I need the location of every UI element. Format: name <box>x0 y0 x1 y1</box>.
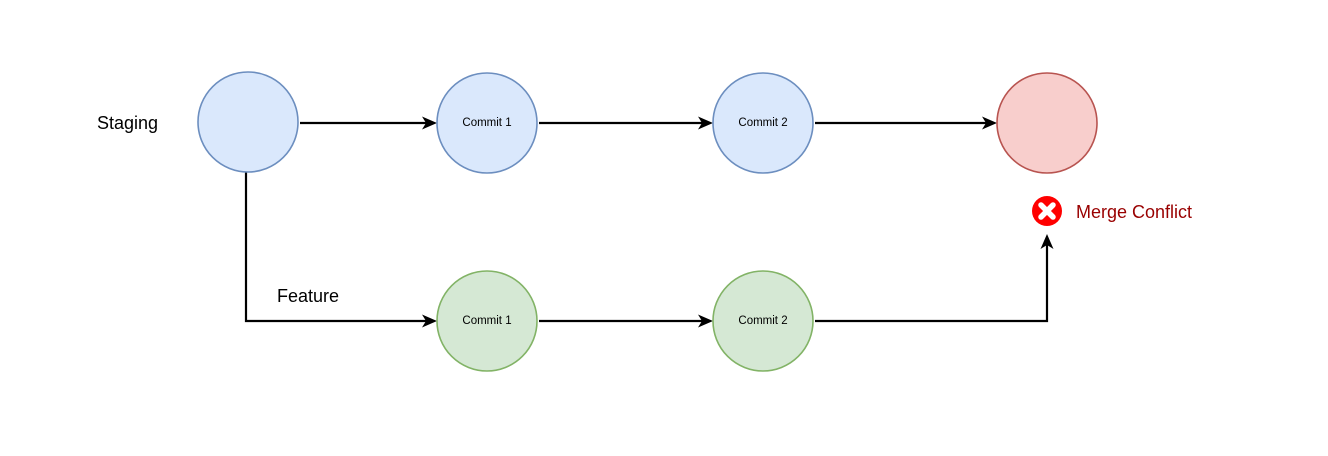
branch-label-staging: Staging <box>97 113 158 133</box>
node-staging-commit-2[interactable]: Commit 2 <box>712 72 814 174</box>
edges-layer <box>244 116 1054 328</box>
merge-conflict-group[interactable]: Merge Conflict <box>1032 196 1192 226</box>
edge-base-to-feature-commit-1 <box>244 172 437 328</box>
node-circle[interactable] <box>996 72 1098 174</box>
edge-staging-commit-1-to-commit-2 <box>539 116 713 130</box>
node-label: Commit 2 <box>738 315 787 327</box>
nodes-layer: Commit 1 Commit 2 Commit 1 Commit 2 <box>197 71 1098 372</box>
node-circle[interactable] <box>712 270 814 372</box>
edge-feature-commit-2-to-merge-conflict <box>815 234 1054 323</box>
node-staging-base[interactable] <box>197 71 299 173</box>
branch-labels-layer: Staging Feature <box>97 113 339 306</box>
node-label: Commit 1 <box>462 117 511 129</box>
node-staging-commit-1[interactable]: Commit 1 <box>436 72 538 174</box>
arrow-head-up <box>1040 234 1054 249</box>
node-label: Commit 1 <box>462 315 511 327</box>
arrow-head-right <box>698 116 713 130</box>
arrow-head-right <box>422 314 437 328</box>
node-feature-commit-2[interactable]: Commit 2 <box>712 270 814 372</box>
edge-staging-commit-2-to-merge-target <box>815 116 997 130</box>
edge-base-to-staging-commit-1 <box>300 116 437 130</box>
edge-line <box>244 172 428 323</box>
arrow-head-right <box>982 116 997 130</box>
merge-conflict-label: Merge Conflict <box>1076 202 1192 222</box>
edge-line <box>815 243 1049 323</box>
x-mark-icon <box>1038 202 1056 220</box>
node-circle[interactable] <box>197 71 299 173</box>
node-feature-commit-1[interactable]: Commit 1 <box>436 270 538 372</box>
node-circle[interactable] <box>436 72 538 174</box>
node-label: Commit 2 <box>738 117 787 129</box>
arrow-head-right <box>422 116 437 130</box>
node-circle[interactable] <box>436 270 538 372</box>
edge-feature-commit-1-to-commit-2 <box>539 314 713 328</box>
node-circle[interactable] <box>712 72 814 174</box>
branch-label-feature: Feature <box>277 286 339 306</box>
node-staging-merge-target[interactable] <box>996 72 1098 174</box>
arrow-head-right <box>698 314 713 328</box>
